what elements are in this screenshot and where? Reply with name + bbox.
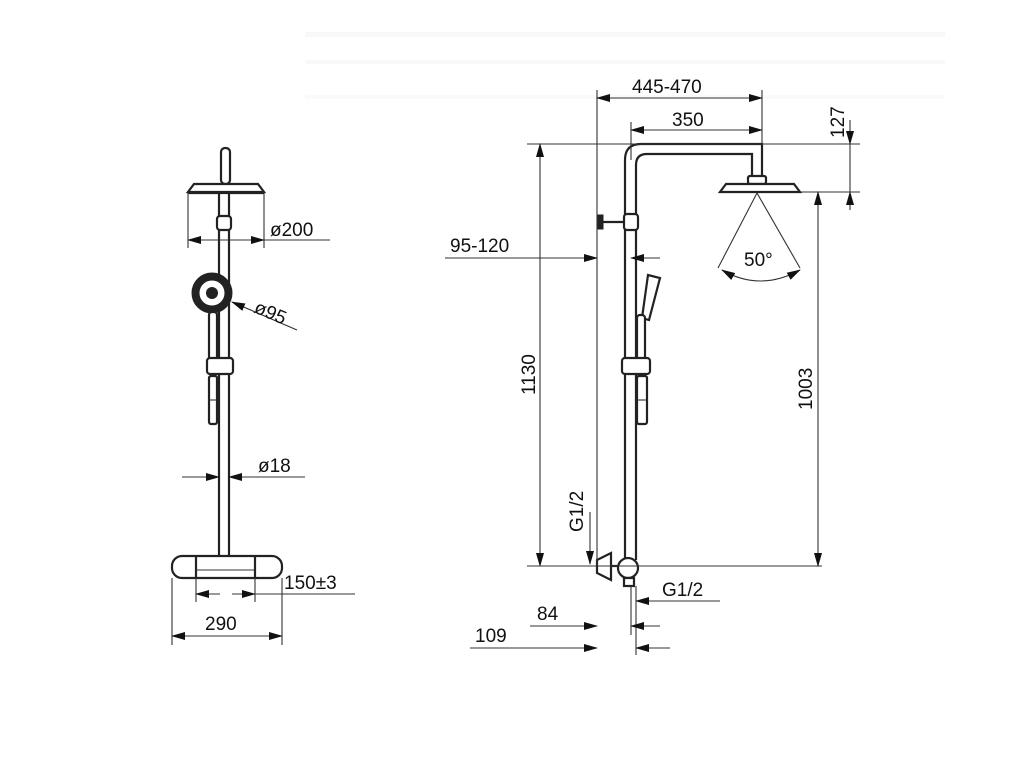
slide-bar-holder — [205, 356, 235, 376]
thermostat-side — [595, 551, 640, 588]
faded-header-strokes — [305, 32, 945, 99]
wall-bracket — [596, 212, 640, 232]
dim-arm-length: 350 — [672, 110, 704, 131]
dim-connection-spacing: 150±3 — [284, 573, 337, 594]
riser-clamp — [215, 214, 233, 232]
dim-inlet-thread: G1/2 — [567, 491, 588, 532]
hand-shower-side — [635, 273, 662, 367]
dim-head-height: 1003 — [796, 368, 817, 410]
dim-spray-angle: 50° — [744, 250, 773, 271]
overhead-shower-head — [185, 146, 267, 195]
dim-thermostat-width: 290 — [205, 614, 237, 635]
dim-wall-clearance: 95-120 — [450, 236, 509, 257]
dim-outlet-thread: G1/2 — [662, 580, 703, 601]
dim-inlet-depth-84: 84 — [537, 604, 559, 625]
dim-inlet-depth-109: 109 — [475, 626, 507, 647]
dim-arm-reach: 445-470 — [632, 77, 702, 98]
dim-head-diameter: ø200 — [270, 220, 313, 241]
thermostat-mixer — [170, 554, 284, 580]
dim-total-height: 1130 — [519, 354, 540, 395]
dim-pipe-diameter: ø18 — [258, 456, 291, 477]
hand-shower — [191, 272, 233, 362]
overhead-head-side — [717, 174, 803, 194]
side-view: 50° 445-470 350 — [445, 77, 860, 655]
slide-holder-side — [620, 356, 652, 376]
dim-head-offset: 127 — [828, 106, 849, 138]
front-view: ø200 ø95 ø18 150±3 290 — [170, 146, 355, 645]
